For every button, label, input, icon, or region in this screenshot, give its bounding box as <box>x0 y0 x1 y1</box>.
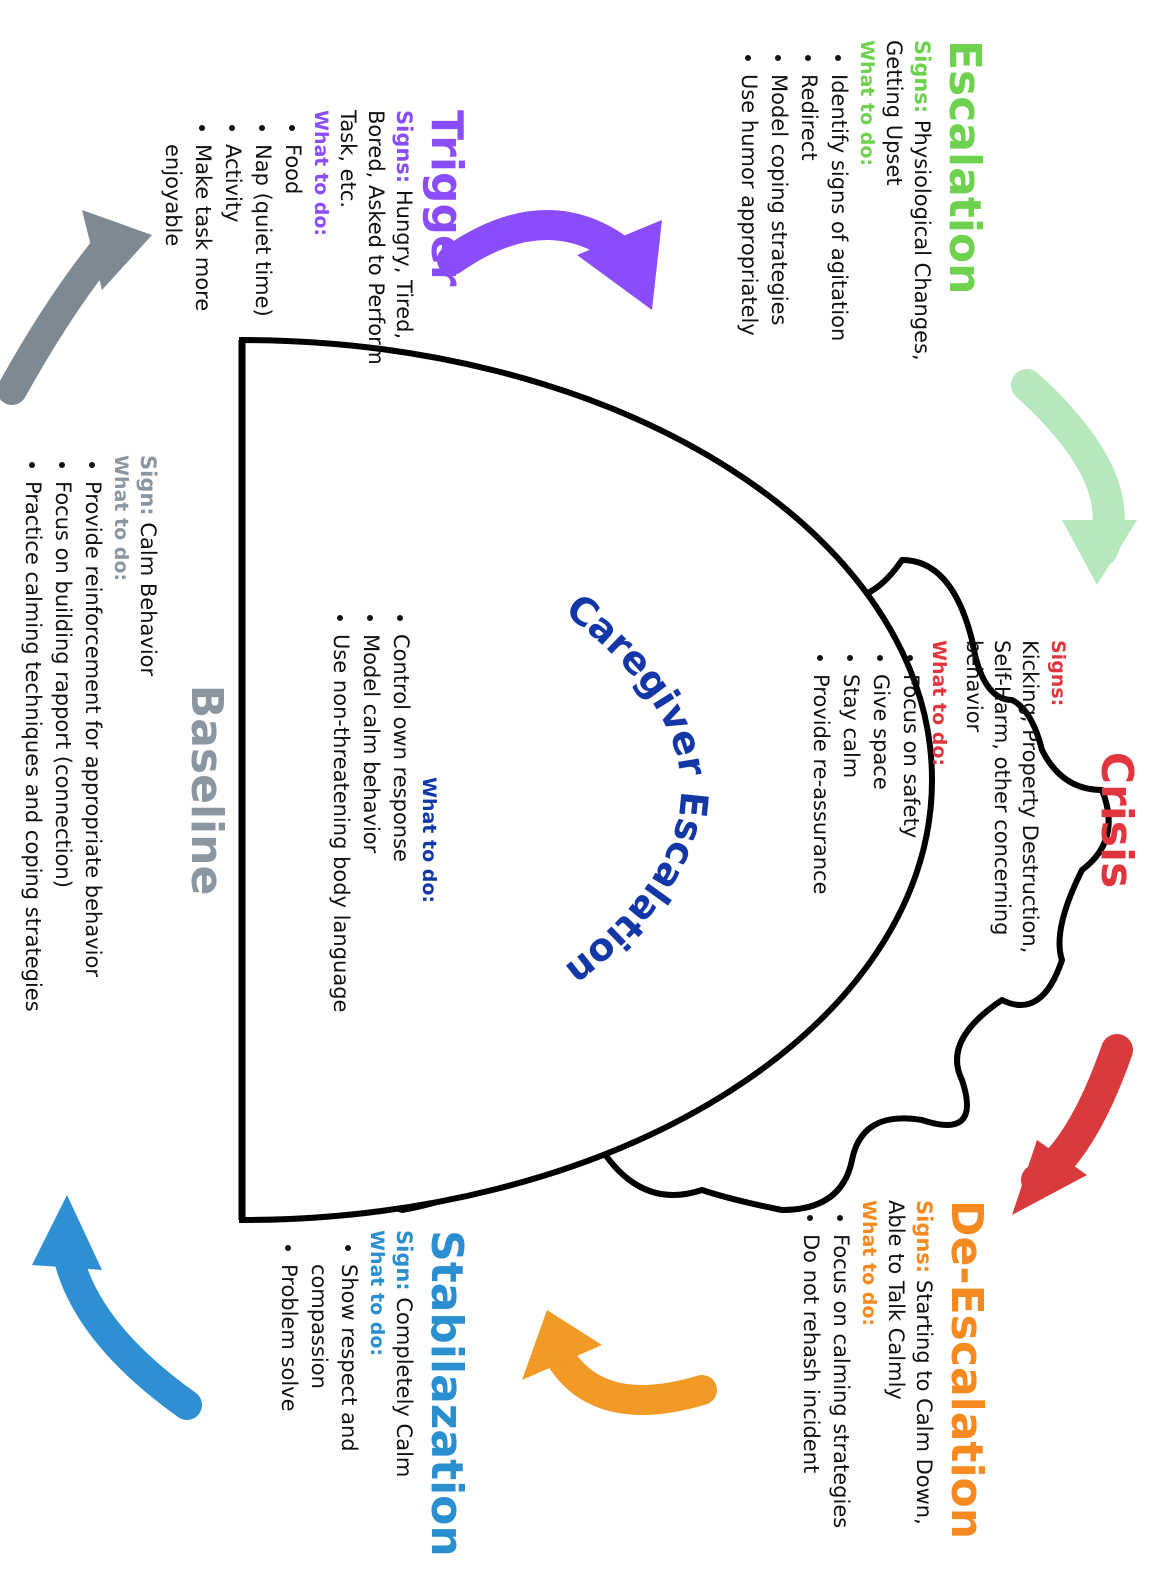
stabilization-list: Show respect and compassion Problem solv… <box>274 1230 364 1464</box>
trigger-list: Food Nap (quiet time) Activity Make task… <box>158 110 308 390</box>
caregiver-list: Control own response Model calm behavior… <box>326 600 416 1020</box>
stabilization-title: Stabilazation <box>421 1230 472 1557</box>
stabilization-todo-label: What to do: <box>366 1230 388 1357</box>
baseline-signs: Sign: Calm Behavior <box>134 455 162 1155</box>
baseline-title: Baseline <box>181 684 232 896</box>
escalation-section: Escalation Signs: Physiological Changes,… <box>734 40 990 390</box>
list-item: Stay calm <box>836 674 866 1000</box>
crisis-section: Crisis Signs: Kicking, Property Destruct… <box>806 640 1142 1000</box>
trigger-section: Trigger Signs: Hungry, Tired, Bored, Ask… <box>158 110 472 390</box>
baseline-body: Sign: Calm Behavior What to do: Provide … <box>18 455 162 1155</box>
trigger-signs-label: Signs: <box>392 110 416 184</box>
list-item: Give space <box>866 674 896 1000</box>
trigger-signs: Signs: Hungry, Tired, Bored, Asked to Pe… <box>334 110 418 390</box>
escalation-title: Escalation <box>939 40 990 295</box>
arrow-stabilization-head <box>32 1195 102 1270</box>
baseline-signs-text: Calm Behavior <box>136 522 160 677</box>
deescalation-todo-label: What to do: <box>858 1200 880 1327</box>
deescalation-title: De-Escalation <box>941 1200 992 1540</box>
list-item: Control own response <box>386 634 416 1020</box>
arrow-crisis-head <box>1012 1140 1087 1215</box>
list-item: Identify signs of agitation <box>824 74 854 390</box>
baseline-signs-label: Sign: <box>136 455 160 516</box>
list-item: Food <box>278 144 308 390</box>
list-item: Do not rehash incident <box>796 1234 826 1560</box>
arrow-escalation-head <box>1062 520 1137 585</box>
list-item: Use humor appropriately <box>734 74 764 390</box>
crisis-title: Crisis <box>1091 751 1142 889</box>
deescalation-section: De-Escalation Signs: Starting to Calm Do… <box>796 1200 992 1560</box>
arrow-baseline-head <box>82 210 152 290</box>
list-item: Activity <box>218 144 248 390</box>
caregiver-half-circle <box>239 336 935 1224</box>
list-item: Model calm behavior <box>356 634 386 1020</box>
deescalation-signs: Signs: Starting to Calm Down, Able to Ta… <box>882 1200 938 1560</box>
escalation-list: Identify signs of agitation Redirect Mod… <box>734 40 854 390</box>
escalation-todo-label: What to do: <box>856 40 878 167</box>
list-item: Show respect and compassion <box>304 1264 364 1464</box>
list-item: Provide reinforcement for appropriate be… <box>78 481 108 1155</box>
arrow-deescalation-head <box>522 1310 602 1380</box>
crisis-signs-text: Kicking, Property Destruction, Self-Harm… <box>962 640 1042 954</box>
escalation-signs-label: Signs: <box>910 40 934 114</box>
list-item: Practice calming techniques and coping s… <box>18 481 48 1155</box>
crisis-todo-label: What to do: <box>928 640 950 767</box>
arrow-stabilization-to-baseline <box>52 1235 202 1420</box>
deescalation-signs-label: Signs: <box>912 1200 936 1274</box>
list-item: Model coping strategies <box>764 74 794 390</box>
crisis-signs-label: Signs: <box>1047 640 1069 707</box>
list-item: Nap (quiet time) <box>248 144 278 390</box>
baseline-list: Provide reinforcement for appropriate be… <box>18 455 108 1155</box>
trigger-title: Trigger <box>421 110 472 287</box>
crisis-signs: Signs: Kicking, Property Destruction, Se… <box>960 640 1072 1000</box>
list-item: Redirect <box>794 74 824 390</box>
list-item: Use non-threatening body language <box>326 634 356 1020</box>
list-item: Focus on building rapport (connection) <box>48 481 78 1155</box>
stabilization-signs-text: Completely Calm <box>392 1297 416 1478</box>
list-item: Problem solve <box>274 1264 304 1464</box>
trigger-todo-label: What to do: <box>310 110 332 237</box>
list-item: Focus on calming strategies <box>826 1234 856 1560</box>
escalation-signs: Signs: Physiological Changes, Getting Up… <box>880 40 936 390</box>
list-item: Focus on safety <box>896 674 926 1000</box>
caregiver-section: What to do: Control own response Model c… <box>326 600 442 1020</box>
stabilization-signs: Sign: Completely Calm <box>390 1230 418 1570</box>
caregiver-todo-label: What to do: <box>418 776 440 903</box>
arrow-trigger-head <box>577 220 662 310</box>
baseline-todo-label: What to do: <box>110 455 132 582</box>
crisis-list: Focus on safety Give space Stay calm Pro… <box>806 640 926 1000</box>
stabilization-section: Stabilazation Sign: Completely Calm What… <box>274 1230 472 1570</box>
deescalation-list: Focus on calming strategies Do not rehas… <box>796 1200 856 1560</box>
stabilization-signs-label: Sign: <box>392 1230 416 1291</box>
list-item: Make task more enjoyable <box>158 144 218 390</box>
list-item: Provide re-assurance <box>806 674 836 1000</box>
arrow-deescalation-to-stabilization <box>547 1345 717 1415</box>
